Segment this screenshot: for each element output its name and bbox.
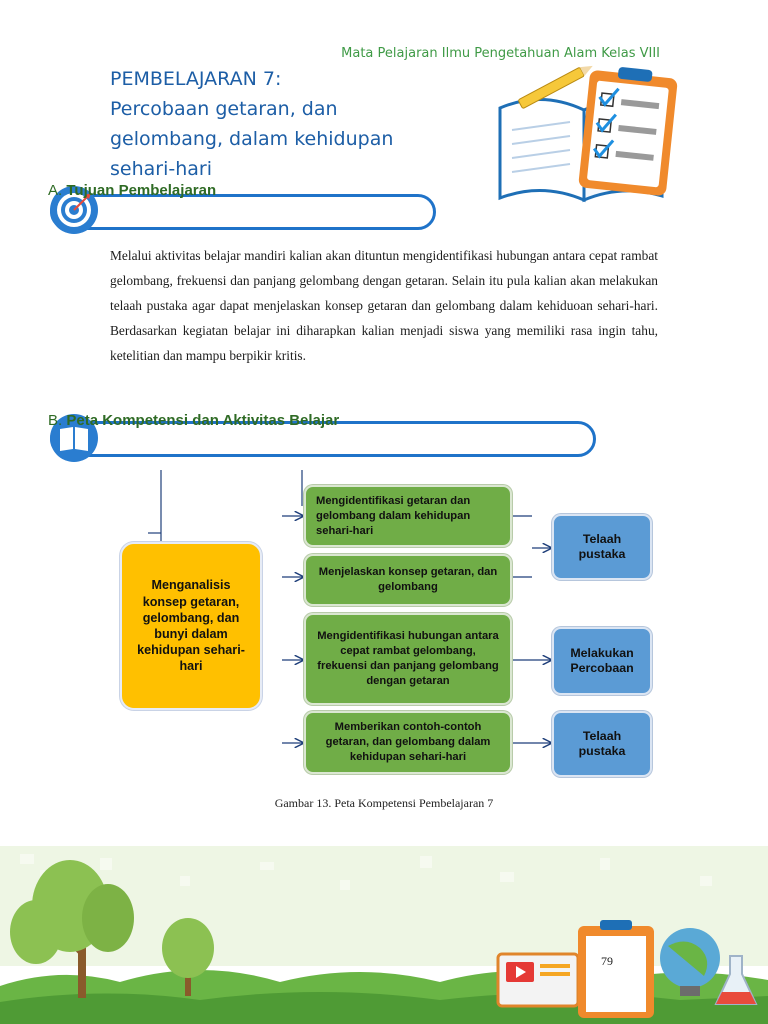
competency-box: Mengidentifikasi hubungan antara cepat r…	[304, 613, 512, 705]
landscape-illustration	[0, 836, 768, 1024]
clipboard-book-illustration	[498, 65, 678, 203]
section-a-letter: A.	[48, 182, 63, 199]
competency-box: Menjelaskan konsep getaran, dan gelomban…	[304, 554, 512, 606]
section-a-title: Tujuan Pembelajaran	[66, 182, 217, 199]
figure-caption: Gambar 13. Peta Kompetensi Pembelajaran …	[274, 796, 494, 810]
target-icon	[50, 186, 98, 234]
section-a-bar	[50, 194, 436, 230]
competency-box: Memberikan contoh-contoh getaran, dan ge…	[304, 711, 512, 774]
chapter-title: PEMBELAJARAN 7: Percobaan getaran, dan g…	[110, 64, 430, 184]
chapter-title-line-2: Percobaan getaran, dan	[110, 98, 338, 120]
chapter-title-line-1: PEMBELAJARAN 7:	[110, 68, 282, 90]
section-a-heading: A. Tujuan Pembelajaran	[48, 182, 216, 199]
activity-box: Telaah pustaka	[552, 711, 652, 777]
book-icon	[50, 414, 98, 462]
section-b-title: Peta Kompetensi dan Aktivitas Belajar	[66, 412, 340, 429]
section-b-bar	[50, 421, 596, 457]
page-number: 79	[601, 954, 613, 968]
section-b-heading: B. Peta Kompetensi dan Aktivitas Belajar	[48, 412, 339, 429]
header-subject: Mata Pelajaran Ilmu Pengetahuan Alam Kel…	[341, 46, 660, 61]
main-competency-box: Menganalisis konsep getaran, gelombang, …	[120, 542, 262, 710]
activity-box: Telaah pustaka	[552, 514, 652, 580]
activity-box: Melakukan Percobaan	[552, 627, 652, 695]
chapter-title-line-4: sehari-hari	[110, 158, 212, 180]
section-b-letter: B.	[48, 412, 63, 429]
section-a-paragraph: Melalui aktivitas belajar mandiri kalian…	[110, 248, 658, 363]
competency-box: Mengidentifikasi getaran dan gelombang d…	[304, 485, 512, 547]
chapter-title-line-3: gelombang, dalam kehidupan	[110, 128, 394, 150]
